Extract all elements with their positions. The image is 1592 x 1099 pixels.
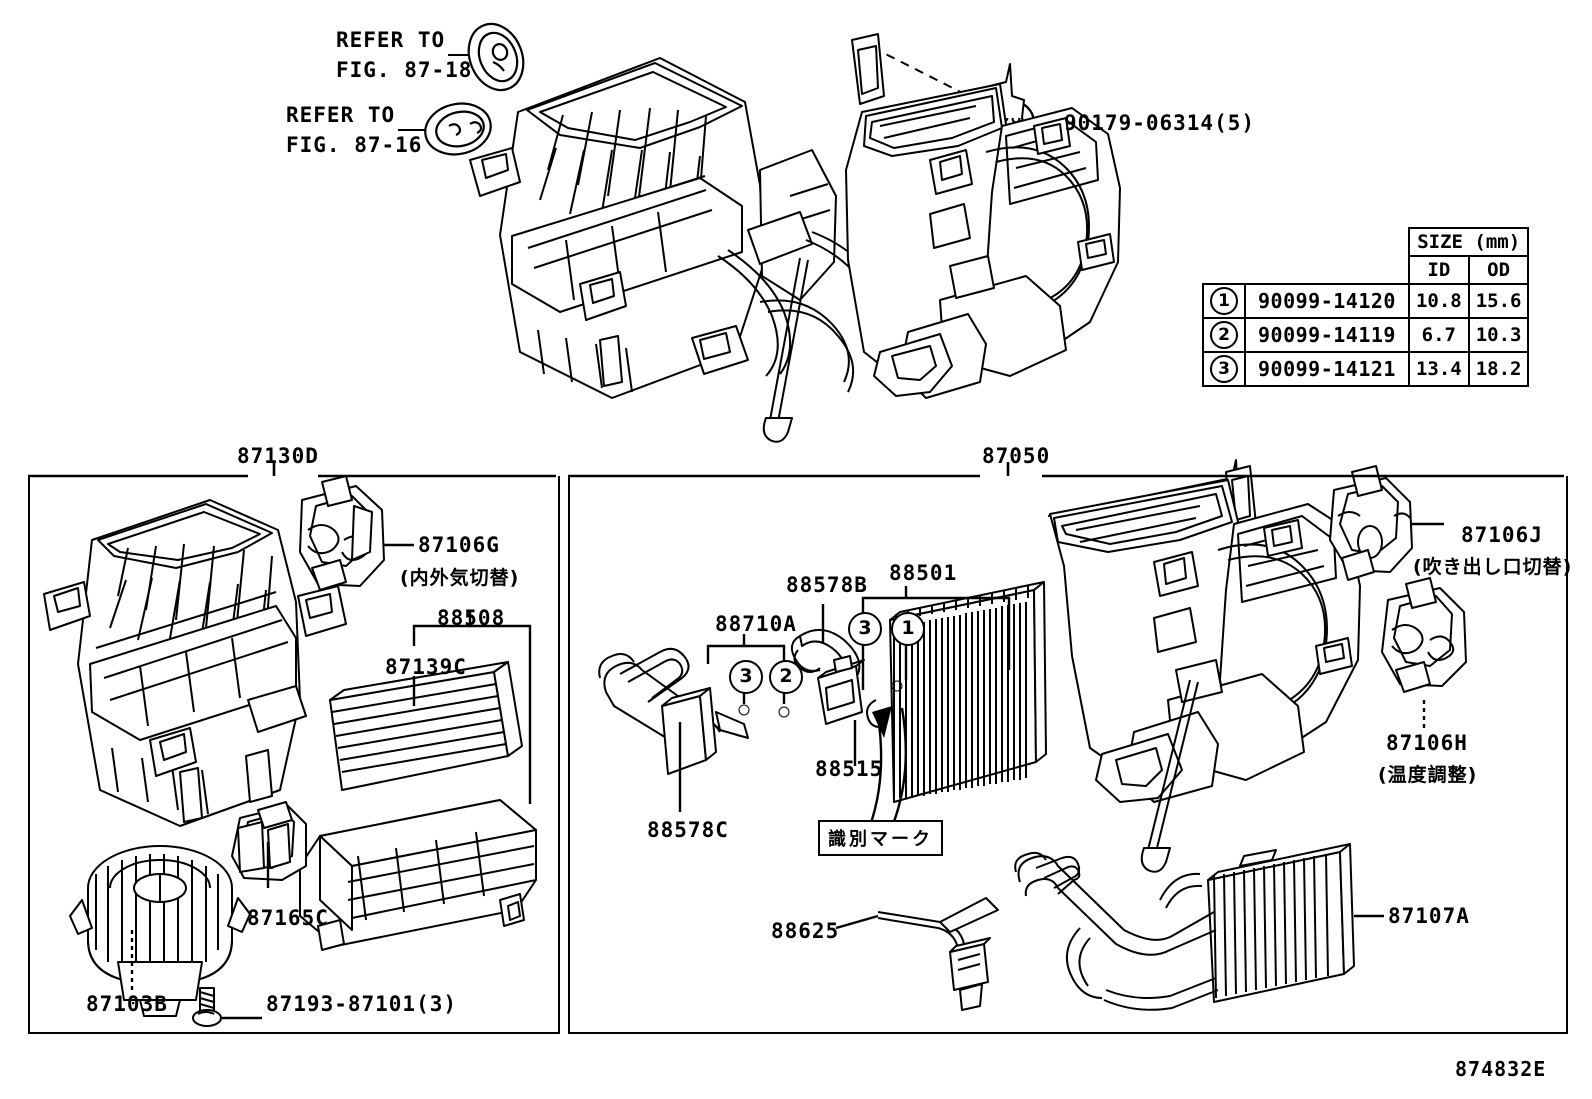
label-87106H-jp: (温度調整) xyxy=(1378,764,1478,786)
label-87106H: 87106H xyxy=(1386,731,1468,755)
size-table-od-3: 18.2 xyxy=(1467,351,1530,387)
size-table-subheader-row: ID OD xyxy=(1203,255,1530,285)
size-table-od-2: 10.3 xyxy=(1467,317,1530,353)
size-table-col-id: ID xyxy=(1407,255,1470,285)
circled-number-2: 2 xyxy=(1210,321,1238,349)
refer-note-8718-line2: FIG. 87-18 xyxy=(336,58,473,82)
circled-number-1: 1 xyxy=(1210,287,1238,315)
size-table: SIZE (mm) ID OD 1 90099-14120 10.8 15.6 … xyxy=(1202,227,1530,387)
size-table-mark-3: 3 xyxy=(1202,351,1246,387)
size-table-mark-2: 2 xyxy=(1202,317,1246,353)
grommet-fig-87-18 xyxy=(467,22,525,92)
size-table-mark-1: 1 xyxy=(1202,283,1246,319)
label-87107A: 87107A xyxy=(1388,904,1470,928)
label-88578C: 88578C xyxy=(647,818,729,842)
ring-mark-88710A-2: 2 xyxy=(769,660,803,694)
ring-mark-88501-1: 1 xyxy=(891,612,925,646)
dot-88710A-3 xyxy=(738,704,750,716)
label-90179-06314: 90179-06314(5) xyxy=(1064,111,1256,135)
dot-88710A-2 xyxy=(778,706,790,718)
size-table-row: 3 90099-14121 13.4 18.2 xyxy=(1202,351,1530,387)
size-table-pn-3: 90099-14121 xyxy=(1244,351,1410,387)
size-table-id-3: 13.4 xyxy=(1407,351,1470,387)
arrow-mark-head xyxy=(872,706,892,738)
size-table-pn-1: 90099-14120 xyxy=(1244,283,1410,319)
size-table-blank-mark xyxy=(1203,228,1245,256)
right-panel-illustrations xyxy=(598,459,1467,1011)
label-88501: 88501 xyxy=(889,561,958,585)
label-88710A: 88710A xyxy=(715,612,797,636)
leader-88625 xyxy=(835,914,879,930)
identification-mark-note: 識別マーク xyxy=(818,820,943,856)
label-87106J: 87106J xyxy=(1461,523,1543,547)
leader-88501 xyxy=(861,596,1011,670)
size-table-row: 2 90099-14119 6.7 10.3 xyxy=(1202,317,1530,353)
ring-mark-88501-3: 3 xyxy=(848,612,882,646)
label-88508: 88508 xyxy=(437,606,506,630)
circled-number-3: 3 xyxy=(1210,355,1238,383)
refer-note-8716-line1: REFER TO xyxy=(286,103,396,127)
label-87106G: 87106G xyxy=(418,533,500,557)
size-table-od-1: 15.6 xyxy=(1467,283,1530,319)
ring-mark-88710A-3: 3 xyxy=(729,660,763,694)
label-88578B: 88578B xyxy=(786,573,868,597)
right-panel-title: 87050 xyxy=(982,444,1051,468)
refer-note-8718-line1: REFER TO xyxy=(336,28,446,52)
grommet-fig-87-16 xyxy=(424,102,492,156)
left-panel-illustrations xyxy=(43,475,537,1027)
label-87165C: 87165C xyxy=(247,906,329,930)
figure-code: 874832E xyxy=(1455,1057,1547,1081)
size-table-header-row: SIZE (mm) xyxy=(1203,227,1530,257)
label-87106J-jp: (吹き出し口切替) xyxy=(1413,556,1573,578)
size-table-id-1: 10.8 xyxy=(1407,283,1470,319)
right-panel-87050 xyxy=(568,476,1568,1034)
label-87106G-jp: (内外気切替) xyxy=(400,567,520,589)
label-87193-87101: 87193-87101(3) xyxy=(266,992,458,1016)
label-88625: 88625 xyxy=(771,919,840,943)
size-table-group-header: SIZE (mm) xyxy=(1407,227,1530,257)
label-87139C: 87139C xyxy=(385,655,467,679)
refer-note-8716-line2: FIG. 87-16 xyxy=(286,133,423,157)
leader-88508 xyxy=(412,624,532,804)
hvac-unit-assembly-illustration xyxy=(469,33,1121,443)
dot-88501-1 xyxy=(891,680,903,692)
label-87103B: 87103B xyxy=(86,992,168,1016)
size-table-pn-2: 90099-14119 xyxy=(1244,317,1410,353)
size-table-row: 1 90099-14120 10.8 15.6 xyxy=(1202,283,1530,319)
size-table-blank-pn-2 xyxy=(1245,256,1409,284)
size-table-id-2: 6.7 xyxy=(1407,317,1470,353)
left-panel-87130D xyxy=(28,476,560,1034)
size-table-blank-mark-2 xyxy=(1203,256,1245,284)
size-table-blank-pn xyxy=(1245,228,1409,256)
left-panel-title: 87130D xyxy=(237,444,319,468)
label-88515: 88515 xyxy=(815,757,884,781)
size-table-col-od: OD xyxy=(1467,255,1530,285)
